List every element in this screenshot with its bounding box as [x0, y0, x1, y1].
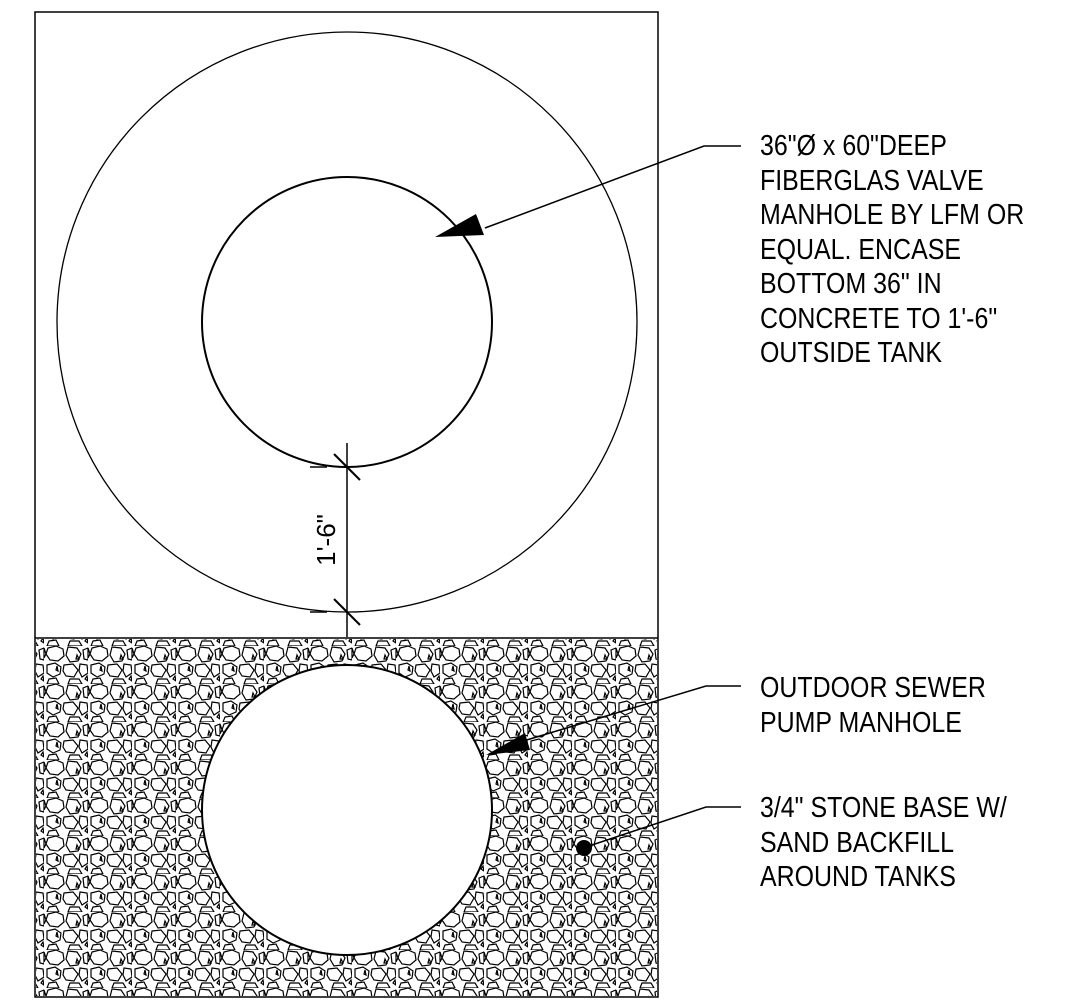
- leader-valve-manhole: [435, 145, 741, 237]
- pump-manhole-note: OUTDOOR SEWER PUMP MANHOLE: [760, 671, 986, 740]
- dimension-1-6: 1'-6": [310, 443, 361, 637]
- detail-frame: [34, 11, 659, 998]
- note-line: 36"Ø x 60"DEEP: [760, 130, 947, 162]
- note-line: PUMP MANHOLE: [760, 706, 962, 739]
- note-line: AROUND TANKS: [760, 861, 956, 893]
- stone-base-note: 3/4" STONE BASE W/ SAND BACKFILL AROUND …: [760, 791, 1007, 895]
- note-line: FIBERGLAS VALVE: [760, 164, 984, 197]
- note-line: EQUAL. ENCASE: [760, 233, 961, 266]
- leader-pump-manhole: [486, 685, 741, 755]
- pump-manhole-circle: [201, 664, 493, 956]
- note-line: OUTDOOR SEWER: [760, 672, 986, 704]
- note-line: MANHOLE BY LFM OR: [760, 199, 1025, 231]
- note-line: 3/4" STONE BASE W/: [760, 792, 1007, 824]
- note-line: BOTTOM 36" IN: [760, 268, 942, 300]
- valve-manhole-note: 36"Ø x 60"DEEP FIBERGLAS VALVE MANHOLE B…: [760, 129, 1024, 371]
- leader-stone-base: [576, 806, 741, 856]
- note-line: OUTSIDE TANK: [760, 337, 942, 369]
- note-line: CONCRETE TO 1'-6": [760, 302, 998, 335]
- valve-manhole-circle: [201, 176, 493, 468]
- dimension-text: 1'-6": [311, 514, 341, 566]
- note-line: SAND BACKFILL: [760, 826, 955, 859]
